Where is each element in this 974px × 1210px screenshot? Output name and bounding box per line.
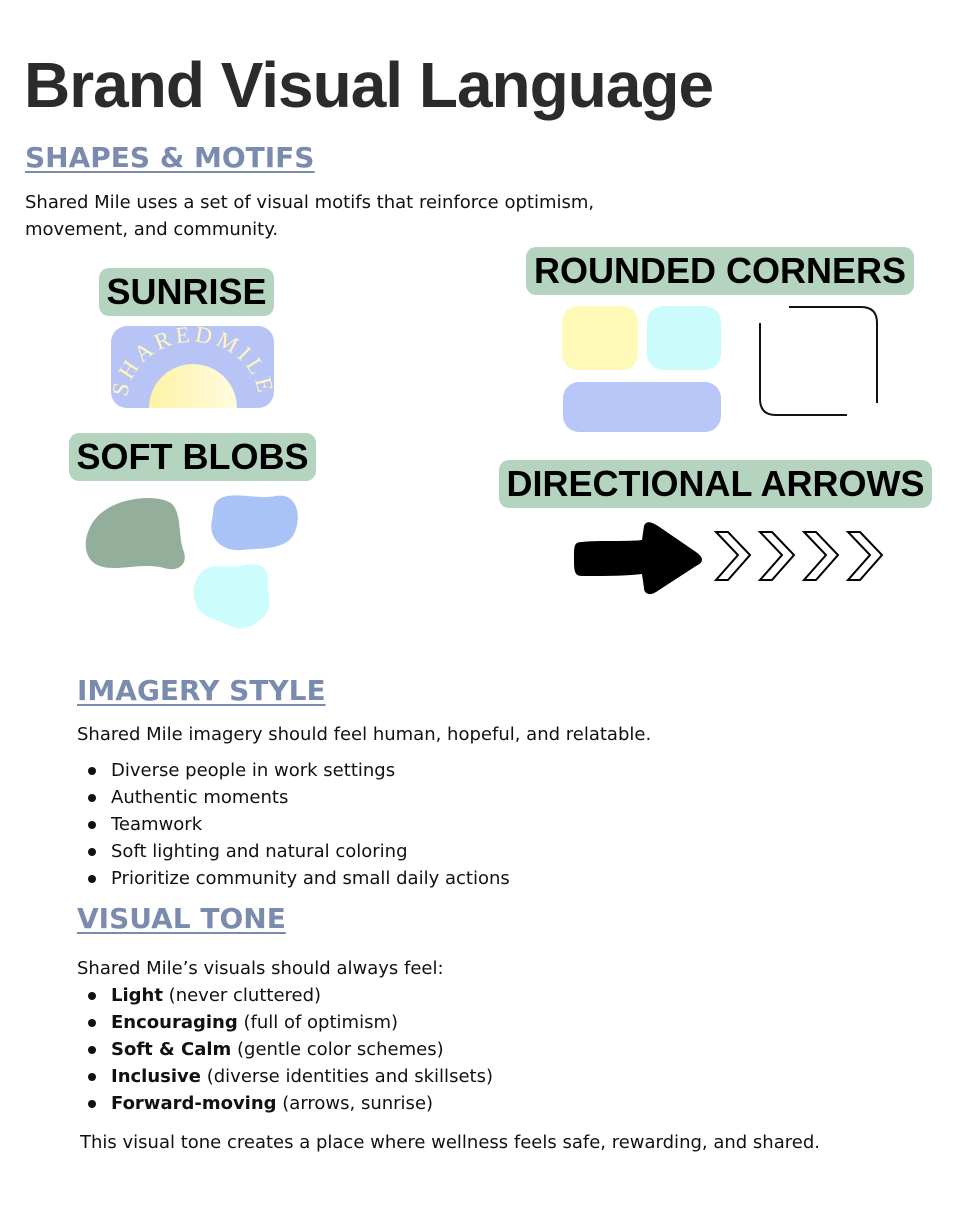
visual-tone-heading: VISUAL TONE	[77, 902, 286, 935]
shapes-motifs-heading: SHAPES & MOTIFS	[25, 141, 315, 174]
cyan-blob	[193, 564, 270, 629]
tone-term: Encouraging	[111, 1012, 238, 1033]
sunrise-label: SUNRISE	[99, 268, 274, 316]
list-item: Encouraging (full of optimism)	[77, 1009, 493, 1036]
tone-term: Light	[111, 985, 163, 1006]
blue-blob	[211, 495, 298, 551]
list-item: Forward-moving (arrows, sunrise)	[77, 1090, 493, 1117]
rounded-corners-label: ROUNDED CORNERS	[526, 247, 914, 295]
green-blob	[85, 498, 185, 570]
imagery-style-list: Diverse people in work settings Authenti…	[77, 757, 510, 892]
visual-tone-list: Light (never cluttered) Encouraging (ful…	[77, 982, 493, 1117]
list-item: Prioritize community and small daily act…	[77, 865, 510, 892]
tone-detail: (never cluttered)	[162, 985, 322, 1006]
tone-term: Inclusive	[111, 1066, 201, 1087]
list-item: Teamwork	[77, 811, 510, 838]
directional-arrows-label: DIRECTIONAL ARROWS	[499, 460, 932, 508]
cyan-rounded-swatch	[647, 306, 721, 370]
periwinkle-rounded-swatch	[563, 382, 721, 432]
directional-arrows-illustration	[570, 518, 890, 600]
list-item: Inclusive (diverse identities and skills…	[77, 1063, 493, 1090]
visual-tone-intro: Shared Mile’s visuals should always feel…	[77, 958, 444, 979]
visual-tone-closing: This visual tone creates a place where w…	[80, 1132, 820, 1153]
bold-arrow-icon	[574, 522, 702, 595]
soft-blobs-illustration	[80, 490, 310, 635]
tone-detail: (gentle color schemes)	[231, 1039, 444, 1060]
imagery-style-intro: Shared Mile imagery should feel human, h…	[77, 724, 652, 745]
tone-term: Forward-moving	[111, 1093, 277, 1114]
rounded-corner-outline	[755, 303, 883, 421]
sunrise-logo: SHAREDMILE	[107, 322, 275, 408]
soft-blobs-label: SOFT BLOBS	[69, 433, 316, 481]
page-title: Brand Visual Language	[24, 49, 714, 121]
list-item: Diverse people in work settings	[77, 757, 510, 784]
list-item: Soft lighting and natural coloring	[77, 838, 510, 865]
list-item: Light (never cluttered)	[77, 982, 493, 1009]
list-item: Authentic moments	[77, 784, 510, 811]
tone-detail: (arrows, sunrise)	[276, 1093, 434, 1114]
list-item: Soft & Calm (gentle color schemes)	[77, 1036, 493, 1063]
imagery-style-heading: IMAGERY STYLE	[77, 674, 326, 707]
chevron-arrows-icon	[713, 531, 884, 581]
tone-term: Soft & Calm	[111, 1039, 232, 1060]
sun-shape	[149, 364, 237, 408]
tone-detail: (diverse identities and skillsets)	[201, 1066, 493, 1087]
shapes-motifs-description: Shared Mile uses a set of visual motifs …	[25, 192, 595, 240]
yellow-rounded-swatch	[562, 306, 638, 370]
tone-detail: (full of optimism)	[237, 1012, 399, 1033]
